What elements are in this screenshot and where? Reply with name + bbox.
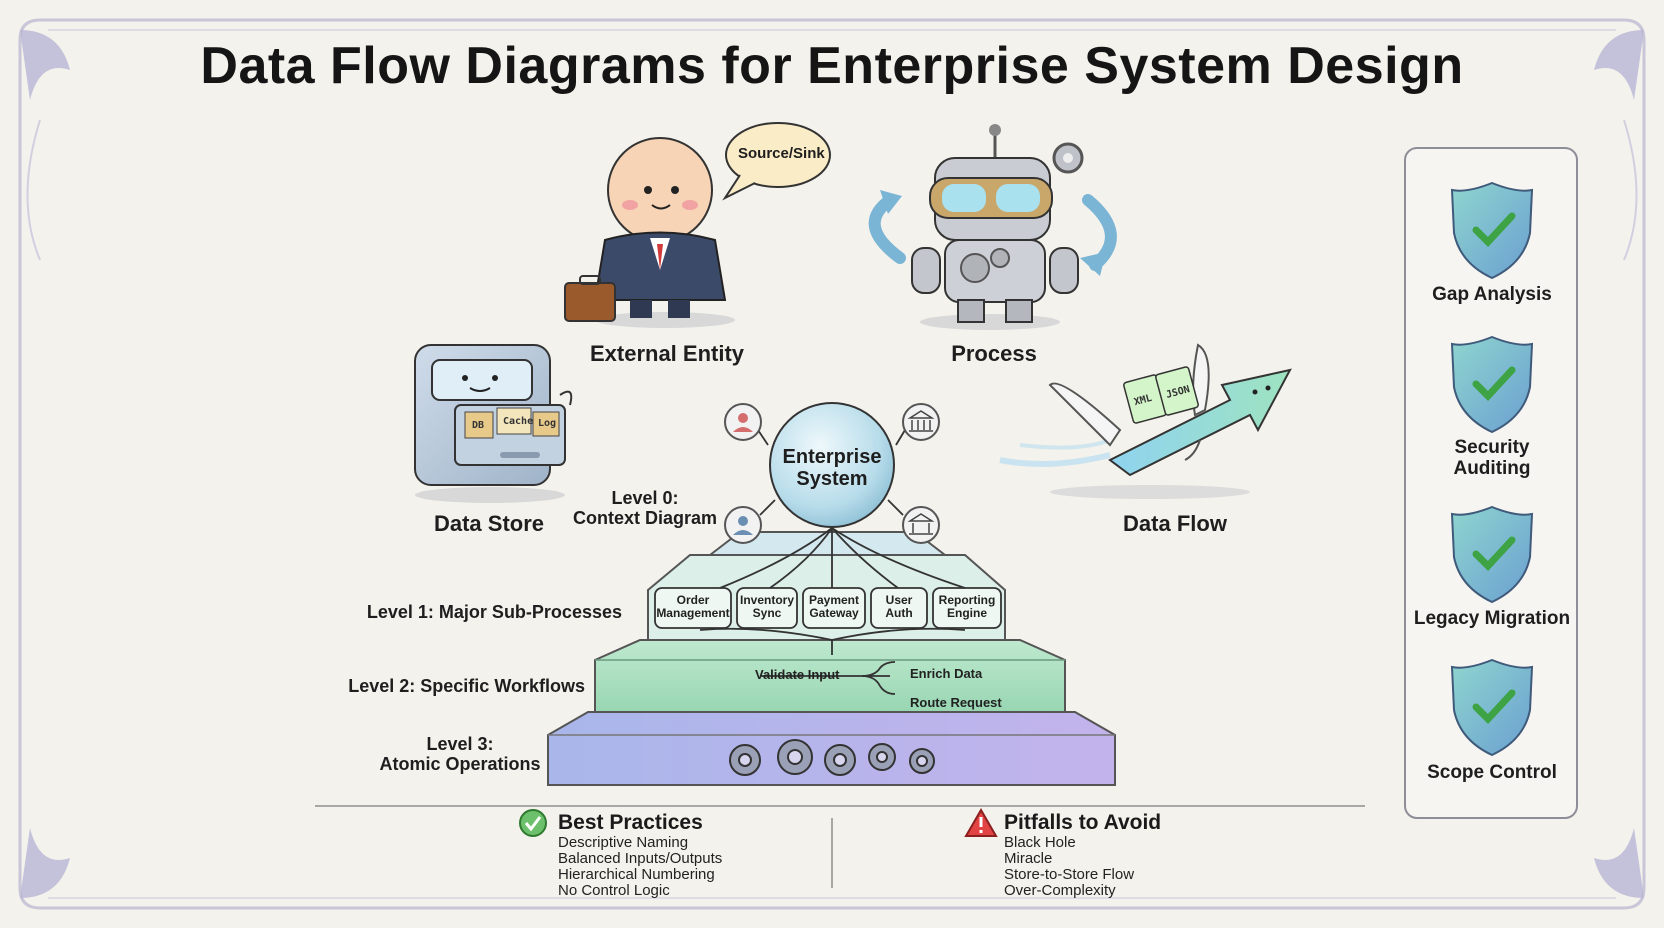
pitfalls-list: Pitfalls to Avoid Black Hole Miracle Sto… <box>1004 811 1161 899</box>
box-line1: User <box>885 593 913 607</box>
list-item: Black Hole <box>1004 834 1076 851</box>
subprocess-inventory-sync: Inventory Sync <box>737 594 797 620</box>
list-item: Descriptive Naming <box>558 834 689 851</box>
sidebar-item-label: Gap Analysis <box>1432 284 1552 305</box>
workflow-route-request: Route Request <box>910 695 1002 710</box>
box-line2: Sync <box>752 606 782 620</box>
gears-icon <box>729 739 935 776</box>
sidebar-item-security-auditing: Security Auditing <box>1453 437 1530 479</box>
sidebar-item-label: Auditing <box>1453 458 1531 479</box>
process-label: Process <box>951 341 1037 366</box>
robot-icon <box>868 124 1117 330</box>
list-item: Balanced Inputs/Outputs <box>558 850 723 867</box>
pitfalls-heading: Pitfalls to Avoid <box>1004 811 1162 834</box>
warning-icon <box>964 807 998 837</box>
speech-bubble-text: Source/Sink <box>738 145 825 162</box>
data-flow-label: Data Flow <box>1123 511 1227 536</box>
workflow-enrich-data: Enrich Data <box>910 666 983 681</box>
list-item: Hierarchical Numbering <box>558 866 715 883</box>
best-practices-list: Best Practices Descriptive Naming Balanc… <box>558 811 722 899</box>
level0-line2: Context Diagram <box>572 508 718 528</box>
workflow-validate-input: Validate Input <box>755 667 840 682</box>
bottom-dividers <box>315 805 1365 888</box>
box-line2: Management <box>656 606 730 620</box>
businessman-icon <box>564 137 735 328</box>
context-arrows <box>699 429 966 695</box>
box-line2: Auth <box>885 606 913 620</box>
sidebar-panel <box>1404 147 1578 819</box>
subprocess-reporting-engine: Reporting Engine <box>933 594 1001 620</box>
check-icon <box>519 809 547 837</box>
page-title: Data Flow Diagrams for Enterprise System… <box>200 37 1464 95</box>
list-item: Miracle <box>1004 850 1053 867</box>
subprocess-user-auth: User Auth <box>871 594 927 620</box>
enterprise-sphere-icon <box>769 402 895 528</box>
box-line1: Payment <box>808 593 860 607</box>
box-line1: Reporting <box>938 593 996 607</box>
level3-label: Level 3: Atomic Operations <box>375 734 545 774</box>
store-tag: Cache <box>503 416 534 427</box>
box-line2: Gateway <box>809 606 859 620</box>
list-item: Over-Complexity <box>1004 882 1116 899</box>
level1-boxes <box>654 587 1002 629</box>
external-entity-label: External Entity <box>589 341 745 366</box>
box-line1: Inventory <box>739 593 794 607</box>
box-line1: Order <box>676 593 710 607</box>
enterprise-line1: Enterprise <box>782 446 882 468</box>
filing-cabinet-icon <box>414 344 573 503</box>
best-practices-heading: Best Practices <box>558 811 703 834</box>
winged-arrow-icon <box>999 343 1292 499</box>
store-tag: DB <box>472 420 485 431</box>
level2-label: Level 2: Specific Workflows <box>348 676 585 696</box>
speech-bubble-icon <box>722 122 831 201</box>
enterprise-line2: System <box>796 468 868 490</box>
sidebar-item-gap-analysis: Gap Analysis <box>1432 284 1552 305</box>
list-item: No Control Logic <box>558 882 670 899</box>
sidebar-item-label: Security <box>1454 437 1530 458</box>
store-tag: Log <box>538 418 557 429</box>
level3-line2: Atomic Operations <box>379 754 541 774</box>
level0-label: Level 0: Context Diagram <box>560 488 730 528</box>
enterprise-system-label: Enterprise System <box>783 446 882 490</box>
sidebar-item-scope-control: Scope Control <box>1427 762 1557 783</box>
level3-line1: Level 3: <box>426 734 494 754</box>
entity-icons <box>724 403 940 544</box>
level0-line1: Level 0: <box>611 488 679 508</box>
list-item: Store-to-Store Flow <box>1004 866 1135 883</box>
subprocess-payment-gateway: Payment Gateway <box>803 594 865 620</box>
subprocess-order-management: Order Management <box>655 594 731 620</box>
data-store-label: Data Store <box>433 511 545 536</box>
sidebar-item-label: Legacy Migration <box>1413 608 1571 629</box>
sidebar-item-label: Scope Control <box>1427 762 1557 783</box>
level1-label: Level 1: Major Sub-Processes <box>366 602 622 622</box>
decorative-frame <box>18 18 1646 910</box>
shield-icons <box>1450 181 1534 757</box>
sidebar-item-legacy-migration: Legacy Migration <box>1414 608 1570 629</box>
box-line2: Engine <box>946 606 987 620</box>
